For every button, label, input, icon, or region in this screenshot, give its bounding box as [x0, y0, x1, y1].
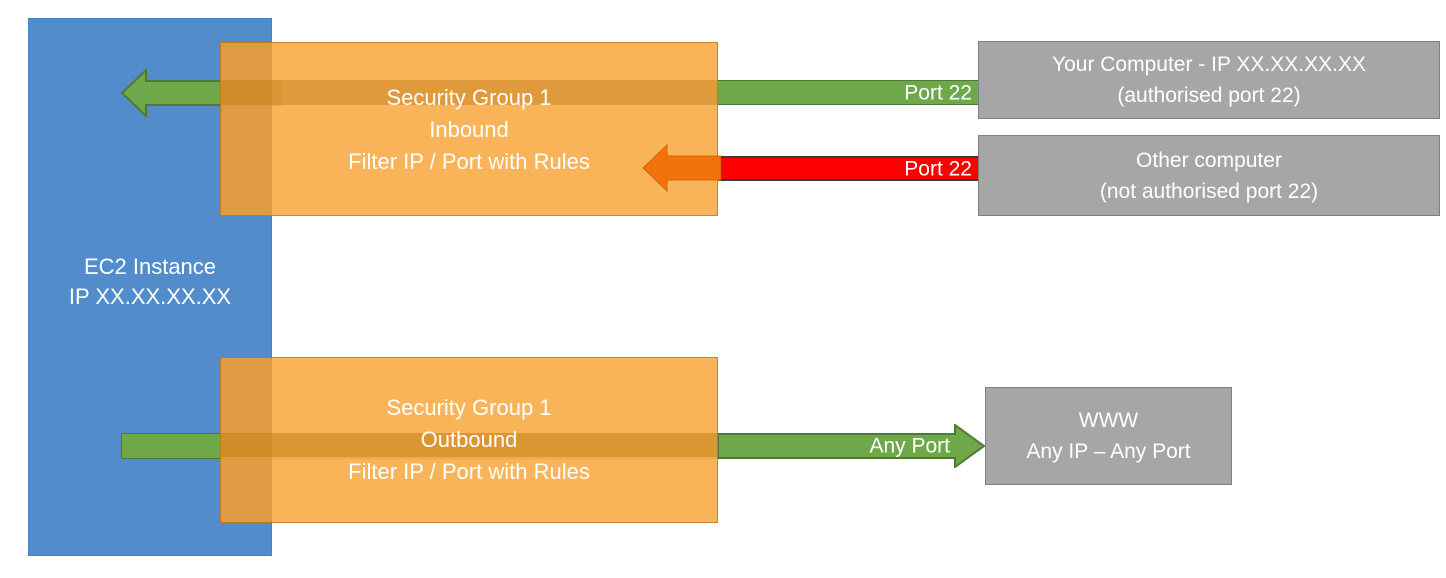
- inbound-allowed-connector: Port 22: [718, 80, 980, 105]
- inbound-blocked-connector: Port 22: [718, 156, 980, 181]
- security-group-outbound-box: [220, 357, 718, 523]
- endpoint-other-computer-line1: Other computer: [1136, 148, 1282, 172]
- endpoint-other-computer-line2: (not authorised port 22): [1099, 179, 1319, 203]
- endpoint-www-box: WWW Any IP – Any Port: [985, 387, 1232, 485]
- outbound-arrow-right-icon: [718, 424, 986, 468]
- endpoint-www-line2: Any IP – Any Port: [1026, 440, 1191, 463]
- endpoint-other-computer-box: Other computer (not authorised port 22): [978, 135, 1440, 216]
- inbound-blocked-label: Port 22: [904, 157, 972, 180]
- security-group-inbound-box: [220, 42, 718, 216]
- endpoint-your-computer-line2: (authorised port 22): [1117, 84, 1301, 107]
- endpoint-www-line1: WWW: [1078, 409, 1139, 432]
- endpoint-your-computer-box: Your Computer - IP XX.XX.XX.XX (authoris…: [978, 41, 1440, 119]
- endpoint-your-computer-line1: Your Computer - IP XX.XX.XX.XX: [1052, 53, 1366, 76]
- inbound-allowed-label: Port 22: [904, 81, 972, 104]
- inbound-blocked-arrow-left-icon: [642, 143, 721, 193]
